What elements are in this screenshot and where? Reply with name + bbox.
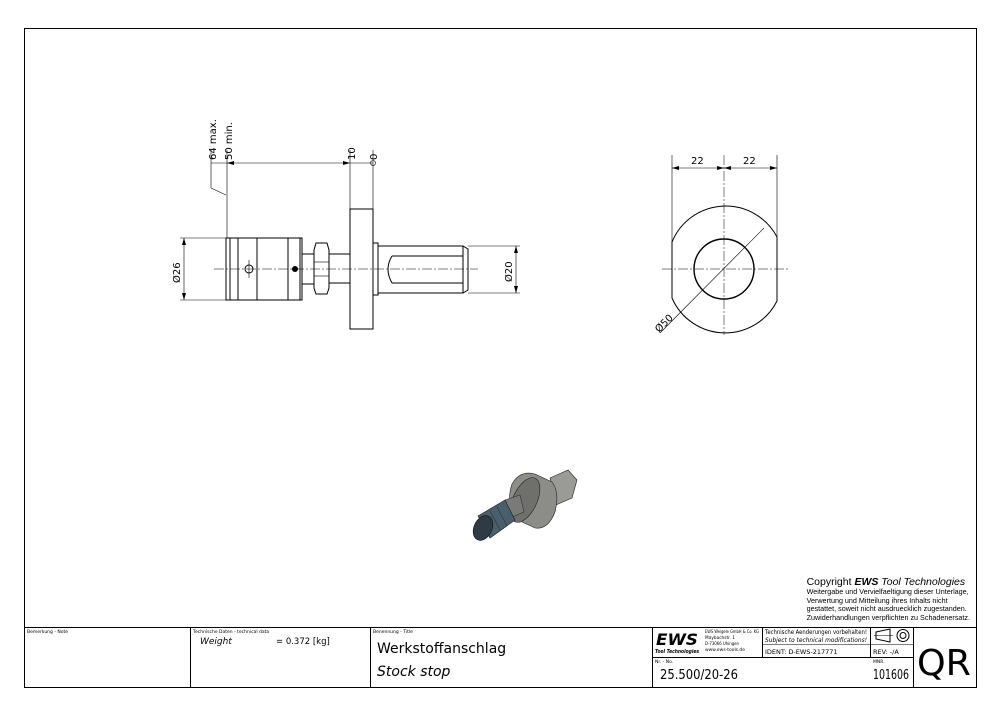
copyright-line: Verwertung und Mitteilung ihres Inhalts … bbox=[806, 595, 948, 605]
stop-pin bbox=[377, 245, 469, 294]
weight-value: = 0.372 [kg] bbox=[276, 637, 330, 647]
ews-logo-sub: Tool Technologies bbox=[655, 649, 699, 655]
title-block: Bemerkung - Note Technische Daten - tech… bbox=[24, 627, 976, 687]
changes-english: Subject to technical modifications! bbox=[765, 636, 867, 644]
title-english: Stock stop bbox=[377, 664, 451, 680]
copyright-line: Weitergabe und Vervielfaeltigung dieser … bbox=[806, 587, 969, 596]
dim-64-max: 64 max. bbox=[208, 119, 219, 160]
isometric-view bbox=[472, 469, 578, 541]
dim-d50: Ø50 bbox=[653, 312, 676, 335]
flange-outline bbox=[671, 205, 778, 334]
title-label: Benennung - Title bbox=[373, 629, 413, 635]
dim-50-min: 50 min. bbox=[224, 122, 235, 160]
ident-number: IDENT: D-EWS-217771 bbox=[765, 648, 838, 656]
set-screw bbox=[292, 266, 298, 272]
tech-data-label: Technische Daten - technical data bbox=[192, 629, 269, 635]
copyright-line: gestattet, soweit nicht ausdruecklich zu… bbox=[806, 604, 967, 614]
changes-german: Technische Aenderungen vorbehalten! bbox=[764, 628, 867, 636]
hex-nut bbox=[313, 242, 330, 295]
note-label: Bemerkung - Note bbox=[27, 629, 68, 635]
projection-symbol-icon bbox=[874, 628, 910, 643]
dim-0: 0 bbox=[369, 154, 380, 160]
mnr-label: MNR. bbox=[873, 659, 885, 665]
number-label: Nr. - No. bbox=[655, 659, 673, 665]
qr-code-label: QR bbox=[917, 643, 971, 684]
revision: REV: -/A bbox=[873, 648, 899, 656]
side-view: 22 22 Ø50 bbox=[653, 155, 790, 335]
dim-d20: Ø20 bbox=[503, 261, 515, 282]
copyright-line: Zuwiderhandlungen verpflichten zu Schade… bbox=[806, 612, 970, 622]
dim-d26: Ø26 bbox=[171, 262, 183, 283]
weight-label: Weight bbox=[200, 637, 232, 647]
title-german: Werkstoffanschlag bbox=[377, 641, 506, 657]
copyright-heading: Copyright EWS Tool Technologies bbox=[806, 576, 966, 588]
drawing-frame bbox=[24, 28, 977, 688]
front-view: 64 max. 50 min. 10 0 Ø26 Ø20 bbox=[171, 119, 520, 330]
ews-logo: EWS bbox=[656, 630, 698, 649]
dim-10: 10 bbox=[347, 147, 358, 160]
mnr-value: 101606 bbox=[873, 668, 909, 683]
dim-22-left: 22 bbox=[691, 156, 704, 167]
company-line: EWS Weigele GmbH & Co. KG bbox=[705, 629, 759, 635]
dim-22-right: 22 bbox=[743, 156, 756, 167]
company-line: Maybachstr. 1 bbox=[705, 635, 735, 641]
company-line: D-73066 Uhingen bbox=[705, 641, 739, 647]
company-line: www.ews-tools.de bbox=[705, 647, 745, 653]
article-number: 25.500/20-26 bbox=[660, 668, 738, 683]
copyright-notice: Copyright EWS Tool Technologies Weiterga… bbox=[807, 576, 970, 622]
